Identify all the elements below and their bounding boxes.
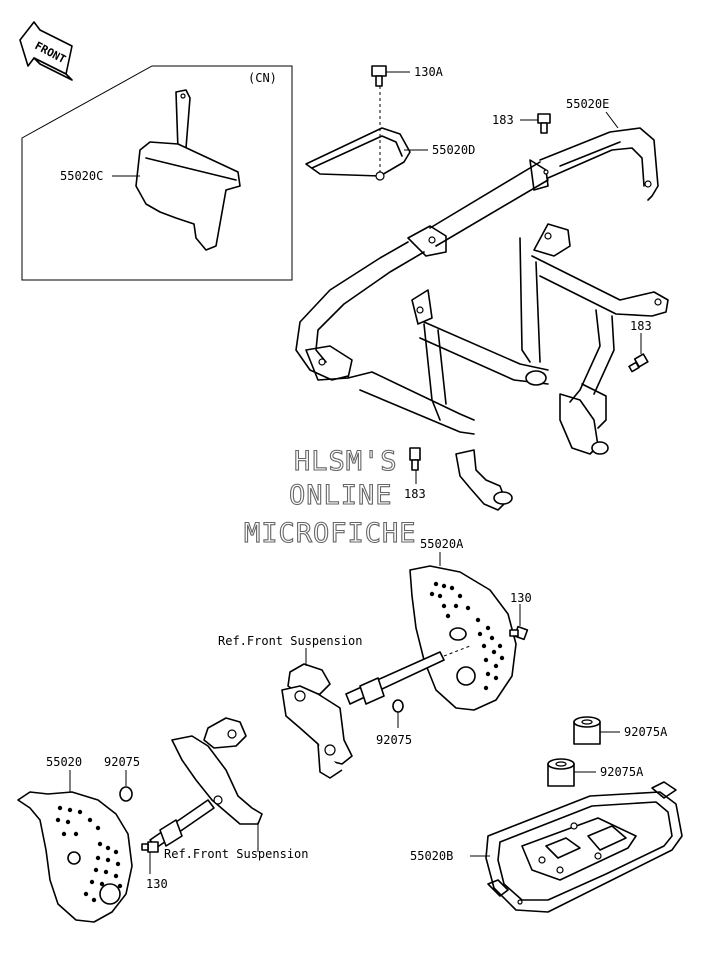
bushing-92075a-bottom (547, 758, 575, 787)
bolt-183-mid (409, 447, 421, 471)
knuckle-center (281, 663, 353, 779)
disc-guard-55020a-holes (429, 581, 505, 691)
bracket-55020d (305, 127, 411, 181)
watermark-line-1: HLSM'S (294, 446, 398, 477)
front-arrow-icon: FRONT (19, 21, 73, 81)
spindle-left (149, 799, 215, 849)
washer-92075-left (119, 786, 133, 802)
disc-guard-55020a (409, 565, 517, 711)
bushing-92075a-top (573, 716, 601, 745)
callout-92075a-bottom: 92075A (600, 765, 644, 779)
guard-55020c (135, 89, 241, 251)
callout-55020a: 55020A (420, 537, 464, 551)
bolt-130-right (509, 625, 529, 641)
callout-183-mid: 183 (404, 487, 426, 501)
callout-55020d: 55020D (432, 143, 475, 157)
callout-92075-left: 92075 (104, 755, 140, 769)
bumper-frame-55020e (295, 127, 669, 511)
disc-guard-55020-holes (55, 805, 123, 903)
bolt-130a (371, 65, 387, 87)
spindle-center (345, 651, 445, 705)
watermark: HLSM'S ONLINE MICROFICHE (243, 445, 417, 549)
skid-plate-55020b (485, 781, 683, 913)
bolt-130-left (141, 841, 159, 853)
washer-92075-mid (392, 699, 404, 713)
leader-55020e (605, 111, 619, 129)
spindle-center-axis (443, 645, 471, 657)
cn-inset-box: (CN) (21, 65, 293, 281)
callout-55020: 55020 (46, 755, 82, 769)
callout-92075a-top: 92075A (624, 725, 668, 739)
callout-130-right: 130 (510, 591, 532, 605)
callout-183-right: 183 (630, 319, 652, 333)
callout-55020b: 55020B (410, 849, 453, 863)
watermark-line-2: ONLINE (289, 480, 393, 511)
variant-label: (CN) (248, 71, 277, 85)
disc-guard-55020 (17, 791, 133, 923)
watermark-line-3: MICROFICHE (244, 518, 417, 549)
callout-55020e: 55020E (566, 97, 609, 111)
bolt-183-top (537, 113, 551, 134)
callout-ref-susp-bottom: Ref.Front Suspension (164, 847, 309, 861)
callout-55020c: 55020C (60, 169, 103, 183)
bolt-183-right (628, 353, 649, 373)
callout-130a: 130A (414, 65, 444, 79)
callout-92075-mid: 92075 (376, 733, 412, 747)
callout-183-top: 183 (492, 113, 514, 127)
callout-ref-susp-top: Ref.Front Suspension (218, 634, 363, 648)
callout-130-left: 130 (146, 877, 168, 891)
knuckle-left (171, 717, 263, 825)
